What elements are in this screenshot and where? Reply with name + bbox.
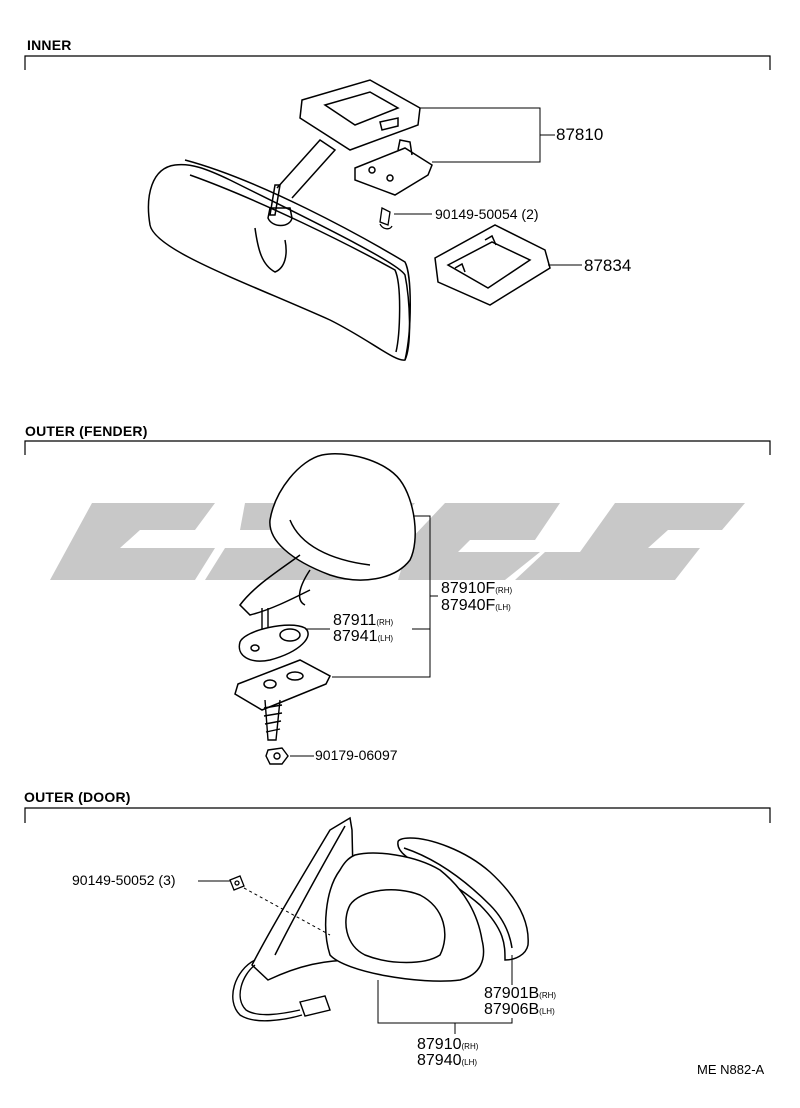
- part-number-87910F-code: 87910F: [441, 580, 496, 597]
- side-lh-87940: (LH): [461, 1058, 478, 1067]
- fender-nut: [265, 747, 289, 765]
- door-leader-lines: [198, 880, 513, 1034]
- door-mirror-harness: [232, 959, 331, 1022]
- inner-mount-bracket: [299, 79, 421, 151]
- part-number-87910-code: 87910: [417, 1036, 462, 1053]
- part-number-87906B: 87906B(LH): [484, 1001, 555, 1019]
- section-frame-outer-fender: [24, 440, 771, 455]
- part-number-87941: 87941(LH): [333, 628, 393, 646]
- side-lh-87941: (LH): [377, 634, 394, 643]
- inner-mirror-body: [147, 159, 411, 361]
- part-number-87910F: 87910F(RH): [441, 580, 512, 598]
- part-number-90179-06097: 90179-06097: [315, 747, 398, 763]
- part-number-87901B: 87901B(RH): [484, 985, 556, 1003]
- part-number-87940F: 87940F(LH): [441, 597, 511, 615]
- part-number-87940F-code: 87940F: [441, 597, 496, 614]
- side-lh-87906B: (LH): [539, 1007, 555, 1016]
- door-mirror-housing: [324, 852, 485, 982]
- part-number-87910: 87910(RH): [417, 1036, 478, 1054]
- fender-base-plate: [234, 659, 331, 711]
- section-frame-outer-door: [24, 807, 771, 823]
- section-frame-inner: [24, 55, 771, 70]
- inner-mirror-stay: [267, 139, 337, 227]
- door-screw: [229, 875, 245, 891]
- part-number-87940-code: 87940: [417, 1052, 462, 1069]
- part-number-87911: 87911(RH): [333, 612, 393, 630]
- part-number-87941-code: 87941: [333, 628, 378, 645]
- fender-gasket: [238, 624, 309, 662]
- fender-leader-lines: [290, 515, 438, 757]
- part-number-87940: 87940(LH): [417, 1052, 477, 1070]
- part-number-87901B-code: 87901B: [484, 985, 540, 1002]
- inner-cover: [434, 224, 551, 306]
- side-rh-87910F: (RH): [495, 586, 513, 595]
- part-number-87906B-code: 87906B: [484, 1001, 540, 1018]
- fender-mirror-head: [239, 453, 416, 616]
- side-rh-87911: (RH): [376, 618, 394, 627]
- inner-screw: [379, 207, 393, 230]
- fender-bolt: [263, 699, 283, 741]
- part-number-87834: 87834: [584, 256, 632, 275]
- side-rh-87910: (RH): [461, 1042, 479, 1051]
- section-title-outer-fender: OUTER (FENDER): [25, 423, 148, 439]
- side-lh-87940F: (LH): [495, 603, 511, 612]
- side-rh-87901B: (RH): [539, 991, 557, 1000]
- section-title-inner: INNER: [27, 37, 72, 53]
- inner-mount-plate: [354, 139, 433, 196]
- part-number-90149-50052: 90149-50052 (3): [72, 872, 176, 888]
- inner-leader-lines: [394, 107, 582, 266]
- section-title-outer-door: OUTER (DOOR): [24, 789, 131, 805]
- part-number-90149-50054: 90149-50054 (2): [435, 206, 539, 222]
- part-number-87911-code: 87911: [333, 612, 377, 629]
- part-number-87810: 87810: [556, 125, 604, 144]
- diagram-code: ME N882-A: [697, 1062, 765, 1077]
